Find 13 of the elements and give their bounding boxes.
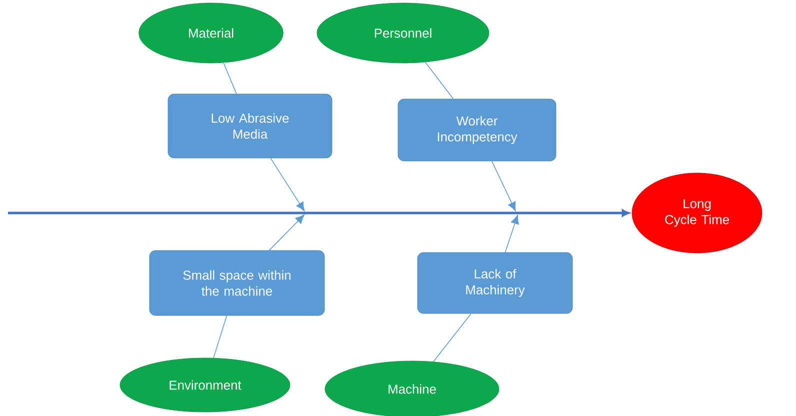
connector-line xyxy=(433,313,472,362)
cause-box: Worker Incompetency xyxy=(398,98,556,162)
arrow xyxy=(504,214,519,253)
arrow xyxy=(491,160,516,212)
cause-box: Low Abrasive Media xyxy=(168,94,332,158)
connector-line xyxy=(213,315,228,358)
arrow xyxy=(268,214,304,251)
arrow xyxy=(270,158,305,212)
cause-box: Small space within the machine xyxy=(149,250,325,316)
spine-arrow xyxy=(8,209,630,217)
connector-line xyxy=(223,62,237,94)
cause-box: Lack of Machinery xyxy=(417,252,573,314)
connector-line xyxy=(424,62,454,100)
